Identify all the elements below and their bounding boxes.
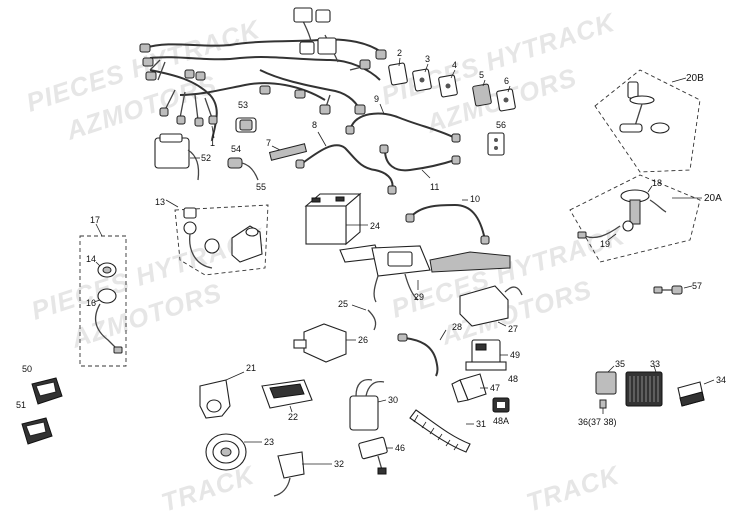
callout-26: 26 — [358, 335, 368, 345]
part-regulator-33 — [625, 365, 663, 407]
part-cable-10 — [405, 199, 490, 245]
part-relay-4 — [438, 69, 458, 98]
callout-3: 3 — [425, 54, 430, 64]
callout-47: 47 — [490, 383, 500, 393]
callout-25: 25 — [338, 299, 348, 309]
callout-2: 2 — [397, 48, 402, 58]
callout-6: 6 — [504, 76, 509, 86]
part-switch-51 — [21, 417, 53, 445]
callout-18: 18 — [652, 178, 662, 188]
callout-54: 54 — [231, 144, 241, 154]
callout-19: 19 — [600, 239, 610, 249]
part-battery-24 — [304, 192, 368, 246]
part-cable-11 — [379, 144, 461, 179]
callout-17: 17 — [90, 215, 100, 225]
callout-53: 53 — [238, 100, 248, 110]
callout-48: 48 — [508, 374, 518, 384]
callout-14: 14 — [86, 254, 96, 264]
callout-20A: 20A — [704, 193, 722, 204]
part-relay-2 — [388, 57, 408, 86]
part-unit-30 — [349, 378, 387, 431]
part-relay-53 — [235, 117, 257, 133]
callout-5: 5 — [479, 70, 484, 80]
callout-23: 23 — [264, 437, 274, 447]
part-connector-32 — [273, 451, 332, 497]
part-fuel-pump-20A — [569, 174, 702, 263]
part-strap-31 — [409, 409, 474, 453]
callout-33: 33 — [650, 359, 660, 369]
callout-56: 56 — [496, 120, 506, 130]
callout-7: 7 — [266, 138, 271, 148]
part-relay-3 — [412, 63, 432, 92]
callout-9: 9 — [374, 94, 379, 104]
part-unit-47 — [451, 373, 488, 403]
part-horn-23 — [205, 433, 262, 471]
callout-57: 57 — [692, 281, 702, 291]
callout-50: 50 — [22, 364, 32, 374]
callout-4: 4 — [452, 60, 457, 70]
callout-36: 36(37 38) — [578, 417, 617, 427]
part-sensor-57 — [653, 285, 693, 295]
callout-27: 27 — [508, 324, 518, 334]
part-switch-50 — [31, 377, 63, 405]
callout-24: 24 — [370, 221, 380, 231]
callout-22: 22 — [288, 412, 298, 422]
callout-34: 34 — [716, 375, 726, 385]
callout-16: 16 — [86, 298, 96, 308]
part-unit-26 — [293, 323, 356, 363]
callout-46: 46 — [395, 443, 405, 453]
part-sensor-54 — [227, 157, 259, 181]
callout-32: 32 — [334, 459, 344, 469]
part-relay-34 — [677, 379, 715, 407]
callout-29: 29 — [414, 292, 424, 302]
part-ignition-21 — [199, 371, 245, 419]
watermark-layer: PIECES HYTRACK AZMOTORS PIECES HYTRACK A… — [23, 6, 630, 512]
callout-21: 21 — [246, 363, 256, 373]
callout-13: 13 — [155, 197, 165, 207]
callout-20B: 20B — [686, 73, 704, 84]
watermark-text: TRACK — [523, 459, 625, 512]
part-fuse-strip-7 — [268, 143, 308, 161]
part-fuse-36 — [599, 399, 607, 414]
callout-52: 52 — [201, 153, 211, 163]
part-unit-27 — [459, 285, 523, 327]
part-cdi-52 — [154, 133, 200, 181]
callout-51: 51 — [16, 400, 26, 410]
part-handlebar-switch-29 — [339, 244, 511, 303]
part-wire-25 — [351, 304, 377, 331]
part-connector-46 — [358, 436, 393, 475]
part-cable-28 — [397, 329, 447, 377]
part-wiring-harness — [139, 7, 387, 141]
callout-49: 49 — [510, 350, 520, 360]
callout-10: 10 — [470, 194, 480, 204]
callout-31: 31 — [476, 419, 486, 429]
part-group-13 — [165, 199, 269, 276]
callout-1: 1 — [210, 138, 215, 148]
part-gasket-48A — [492, 397, 510, 413]
callout-35: 35 — [615, 359, 625, 369]
callout-28: 28 — [452, 322, 462, 332]
callout-48A: 48A — [493, 416, 509, 426]
callout-8: 8 — [312, 120, 317, 130]
callout-30: 30 — [388, 395, 398, 405]
part-cable-9 — [345, 103, 461, 143]
watermark-text: TRACK — [158, 459, 260, 512]
part-fuel-sender-20B — [594, 69, 701, 173]
part-switch-56 — [487, 132, 505, 156]
part-relay-35 — [595, 365, 617, 395]
part-display-22 — [261, 379, 313, 413]
part-relay-5 — [472, 79, 492, 107]
callout-55: 55 — [256, 182, 266, 192]
part-relay-6 — [496, 85, 516, 112]
part-cable-8 — [295, 131, 397, 195]
part-starter-relay-49 — [465, 339, 508, 371]
callout-11: 11 — [430, 182, 439, 192]
part-group-17 — [79, 223, 127, 367]
